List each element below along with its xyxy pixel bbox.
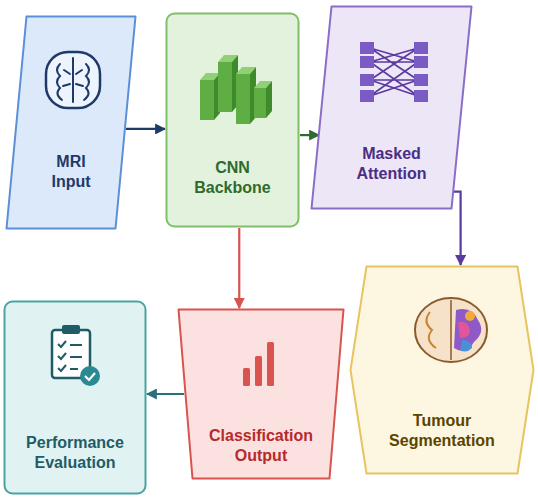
shape-outline <box>7 17 136 229</box>
box-outline <box>5 302 146 494</box>
input-parallelogram: MRI Input <box>5 15 137 230</box>
node-label: Performance Evaluation <box>13 433 137 473</box>
tumour-brain-icon <box>415 298 487 362</box>
flow-arrow <box>147 393 184 395</box>
bar-chart-icon <box>243 342 274 386</box>
node-label: Tumour Segmentation <box>375 411 509 451</box>
shape-outline <box>179 310 344 479</box>
flow-arrow <box>454 192 461 265</box>
clipboard-icon <box>52 325 100 386</box>
flow-arrow <box>300 134 319 136</box>
node-label: CNN Backbone <box>183 158 283 198</box>
node-label: Classification Output <box>201 426 321 466</box>
attention-parallelogram: Masked Attention <box>310 5 473 210</box>
flow-arrow <box>238 228 240 308</box>
attention-network-icon <box>360 42 428 102</box>
output-trapezoid: Classification Output <box>177 308 345 480</box>
process-box: CNN Backbone <box>165 12 300 228</box>
flow-arrow <box>126 128 165 130</box>
node-label: Masked Attention <box>342 144 442 184</box>
shape-outline <box>312 7 472 209</box>
shape-outline <box>351 267 534 474</box>
cnn-blocks-icon <box>200 55 272 124</box>
mri-brain-icon <box>46 52 100 108</box>
node-label: MRI Input <box>38 152 104 192</box>
segmentation-hexagon: Tumour Segmentation <box>349 265 535 475</box>
node-shape <box>5 15 137 230</box>
box-outline <box>167 14 299 227</box>
